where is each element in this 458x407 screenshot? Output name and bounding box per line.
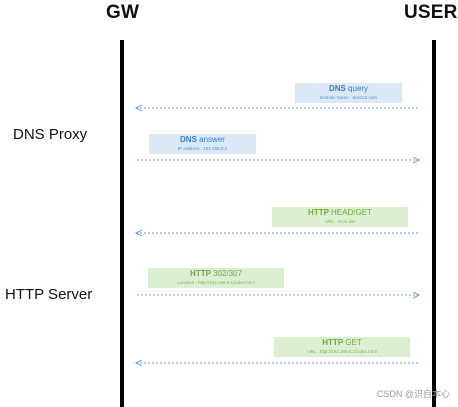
user-lifeline <box>432 40 436 407</box>
http-head-detail: URL : /Icon.dat <box>325 219 355 224</box>
dns-query-title: query <box>348 84 369 93</box>
http-redirect-message: HTTP 302/307 Location : http://192.168.0… <box>148 268 284 288</box>
dns-proxy-label: DNS Proxy <box>13 126 88 143</box>
http-get-detail: URL : http://192.168.0.1/index.html <box>307 349 377 354</box>
dns-answer-title: answer <box>199 135 225 144</box>
dns-answer-detail: IP Address : 192.168.0.1 <box>177 146 228 151</box>
dns-query-message: DNS query Domain Name : test123.com <box>295 83 402 103</box>
dns-answer-message: DNS answer IP Address : 192.168.0.1 <box>149 134 256 154</box>
user-lane-title: USER <box>404 2 458 23</box>
http-get-title: GET <box>345 338 362 347</box>
dns-query-detail: Domain Name : test123.com <box>319 95 378 100</box>
http-redirect-protocol: HTTP <box>190 269 211 278</box>
gw-lane-title: GW <box>106 2 140 23</box>
http-redirect-title: 302/307 <box>213 269 242 278</box>
http-redirect-detail: Location : http://192.168.0.1/index.html <box>177 280 255 285</box>
http-head-protocol: HTTP <box>308 208 329 217</box>
http-server-label: HTTP Server <box>5 286 93 303</box>
http-head-message: HTTP HEAD/GET URL : /Icon.dat <box>272 207 408 227</box>
dns-query-protocol: DNS <box>328 84 346 93</box>
http-head-title: HEAD/GET <box>331 208 372 217</box>
dns-answer-protocol: DNS <box>180 135 197 144</box>
http-get-message: HTTP GET URL : http://192.168.0.1/index.… <box>274 337 410 357</box>
gw-lifeline <box>120 40 124 407</box>
http-get-protocol: HTTP <box>322 338 344 347</box>
watermark: CSDN @识自本心 <box>376 389 450 399</box>
